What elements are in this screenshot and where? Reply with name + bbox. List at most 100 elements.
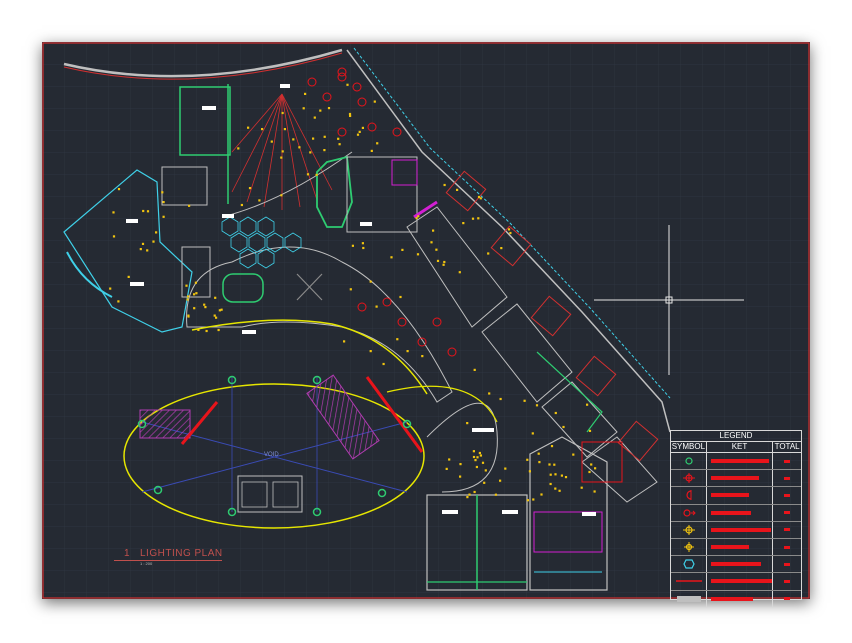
light-point: [481, 461, 485, 464]
legend-description-bar: [707, 590, 773, 607]
panel-light-icon: [671, 590, 707, 607]
light-point: [204, 306, 207, 309]
light-point: [361, 126, 364, 129]
drawing-scale: 1 : 200: [140, 561, 153, 566]
light-point: [406, 350, 409, 353]
pendant-light-icon: [671, 521, 707, 538]
legend-header-total: TOTAL: [774, 442, 800, 451]
light-point: [270, 140, 273, 143]
light-point: [458, 271, 461, 274]
light-point: [459, 475, 462, 478]
legend-total-bar: [773, 522, 801, 538]
light-point: [127, 275, 130, 278]
legend-header-symbol: SYMBOL: [671, 442, 707, 452]
light-point: [472, 450, 475, 453]
light-point: [362, 246, 365, 250]
light-point: [220, 308, 223, 311]
light-fixtures: [109, 67, 597, 502]
light-point: [261, 128, 264, 131]
round-fixture: [337, 127, 347, 137]
light-point: [194, 281, 197, 284]
light-point: [586, 403, 589, 406]
downlight-icon: [671, 453, 707, 470]
legend-description-bar: [707, 556, 773, 573]
light-point: [327, 107, 331, 110]
light-point: [538, 461, 541, 464]
building-outline: [63, 47, 744, 591]
light-point: [500, 247, 503, 250]
round-fixture: [357, 302, 367, 312]
light-point: [553, 463, 556, 466]
light-point: [537, 452, 540, 455]
light-point: [532, 498, 535, 501]
light-point: [343, 340, 346, 343]
legend-total-bar: [773, 487, 801, 503]
light-point: [474, 459, 477, 462]
legend-total-bar: [773, 591, 801, 607]
light-point: [281, 150, 284, 153]
legend-title: LEGEND: [671, 431, 801, 442]
light-point: [590, 463, 593, 466]
legend-row: [671, 573, 801, 591]
light-point: [588, 429, 592, 432]
light-point: [217, 328, 220, 332]
light-point: [399, 295, 402, 299]
title-underline: [114, 560, 222, 561]
light-point: [139, 248, 142, 251]
legend-description-bar: [707, 573, 773, 590]
light-point: [479, 197, 482, 200]
light-point: [152, 240, 155, 243]
light-point: [415, 217, 418, 220]
legend-description-bar: [707, 504, 773, 521]
light-point: [560, 474, 563, 477]
drawing-canvas[interactable]: 1 LIGHTING PLAN 1 : 200 VOID LEGEND SYMB…: [42, 42, 810, 607]
light-point: [430, 241, 433, 244]
light-point: [526, 458, 529, 461]
light-point: [558, 489, 561, 492]
light-point: [351, 244, 354, 247]
light-point: [346, 83, 349, 86]
light-point: [477, 195, 481, 199]
spot-arrow-icon: [671, 504, 707, 521]
light-point: [494, 493, 497, 496]
light-point: [218, 309, 221, 312]
light-point: [466, 422, 469, 425]
round-fixture: [337, 72, 347, 82]
drawing-title: LIGHTING PLAN: [140, 548, 223, 559]
light-point: [416, 253, 420, 256]
legend-total-bar: [773, 505, 801, 521]
light-point: [550, 445, 554, 448]
light-point: [315, 173, 318, 176]
light-point: [580, 486, 583, 489]
light-point: [323, 135, 326, 138]
light-point: [258, 199, 261, 202]
light-point: [281, 111, 284, 115]
light-point: [523, 399, 526, 402]
light-point: [298, 146, 301, 149]
light-point: [588, 470, 591, 474]
legend-row: [671, 470, 801, 488]
light-point: [112, 235, 116, 238]
light-point: [376, 142, 379, 145]
light-point: [185, 284, 188, 287]
light-point: [548, 463, 551, 466]
light-point: [507, 228, 511, 231]
round-fixture: [337, 67, 347, 77]
light-point: [471, 217, 475, 220]
light-point: [572, 453, 575, 456]
light-point: [473, 490, 476, 494]
legend-row: [671, 487, 801, 505]
light-point: [526, 499, 529, 502]
light-point: [358, 130, 361, 133]
light-point: [313, 116, 316, 119]
light-point: [312, 137, 315, 140]
light-point: [432, 229, 435, 232]
legend-table: LEGEND SYMBOL KET TOTAL: [670, 430, 802, 607]
light-point: [203, 303, 206, 306]
legend-header: SYMBOL KET TOTAL: [671, 442, 801, 453]
light-point: [443, 183, 446, 187]
light-point: [369, 350, 372, 353]
light-point: [396, 338, 399, 341]
light-point: [161, 191, 164, 194]
round-fixture: [432, 317, 442, 327]
